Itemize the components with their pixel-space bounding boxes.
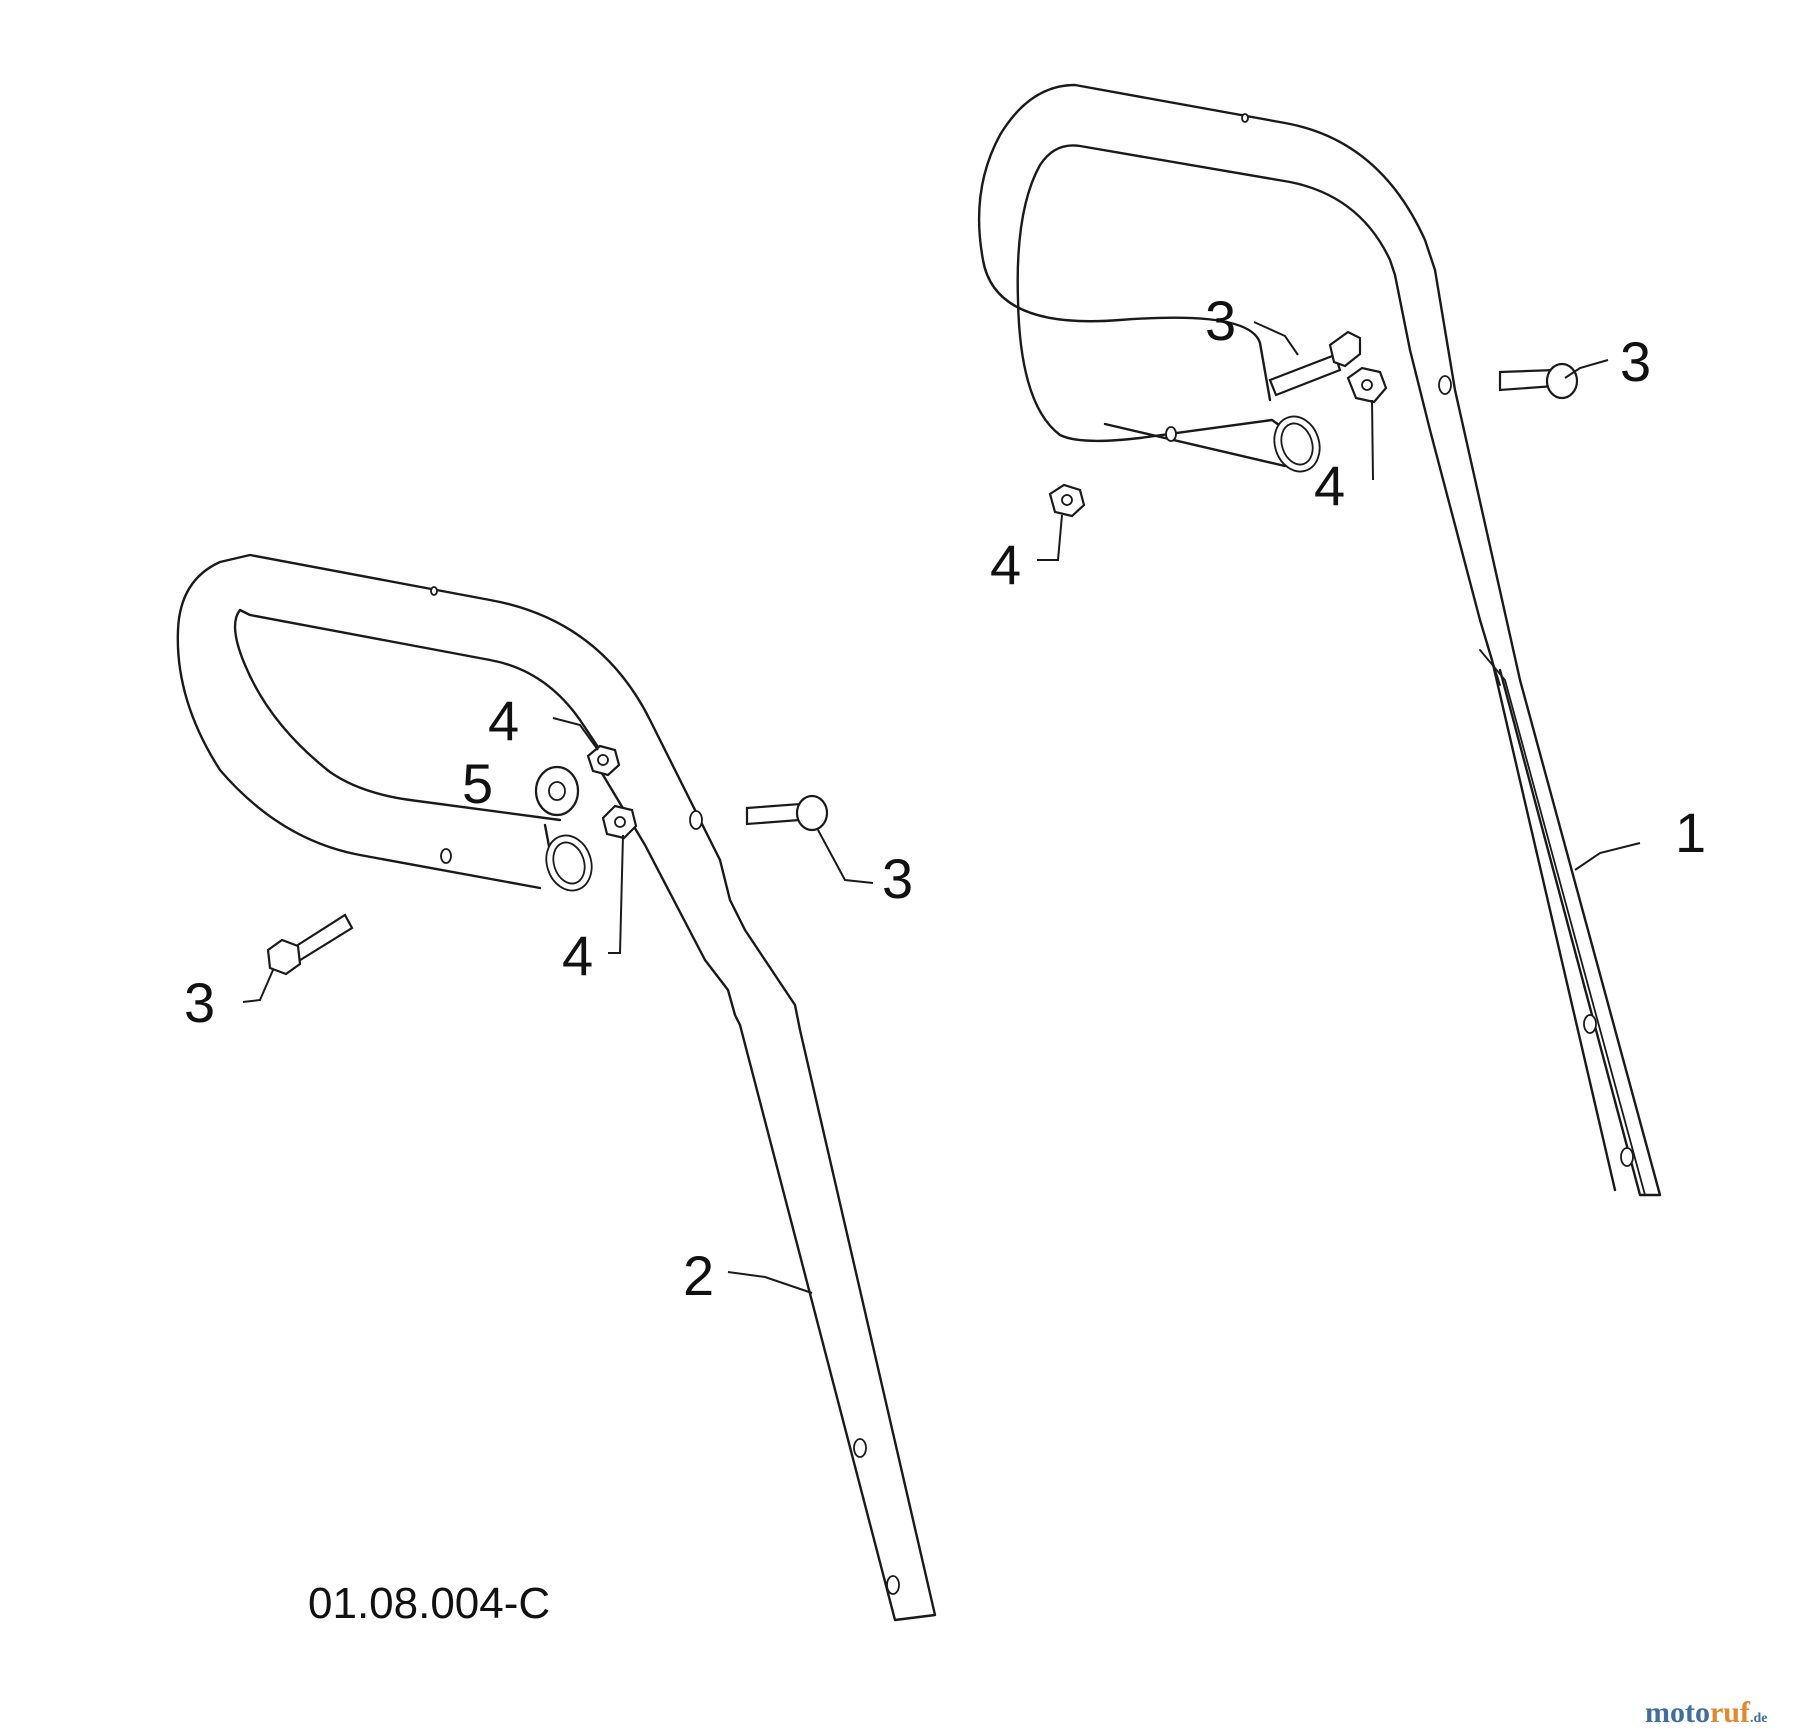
callout-nut-lower-bottom: 4 (562, 924, 593, 987)
callout-bolt-upper-left: 3 (1205, 289, 1236, 352)
spacer-lower (534, 765, 580, 817)
leader-lines (242, 321, 1641, 1294)
handle-bar-part-2 (176, 553, 937, 1622)
watermark-logo: motoruf.de (1645, 1696, 1767, 1729)
handle-bar-part-1 (977, 83, 1662, 1197)
callout-nut-upper-left: 4 (990, 533, 1021, 596)
nut-lower-top (586, 744, 621, 777)
nut-upper-center (1346, 366, 1388, 404)
bolt-upper-right (1498, 362, 1579, 400)
callout-part-2: 2 (683, 1244, 714, 1307)
callout-bolt-lower-left: 3 (184, 971, 215, 1034)
drawing-number: 01.08.004-C (308, 1579, 550, 1628)
bolt-lower-left (266, 913, 354, 976)
callout-part-1: 1 (1675, 801, 1706, 864)
callout-bolt-lower-right: 3 (882, 847, 913, 910)
nut-lower-bottom (601, 804, 638, 840)
callout-nut-upper-center: 4 (1314, 454, 1345, 517)
callout-nut-lower-top: 4 (488, 689, 519, 752)
bolt-upper-left (1268, 330, 1362, 397)
callout-spacer-lower: 5 (462, 752, 493, 815)
nut-upper-left (1048, 483, 1086, 518)
callout-bolt-upper-right: 3 (1620, 330, 1651, 393)
bolt-lower-right (745, 794, 829, 832)
